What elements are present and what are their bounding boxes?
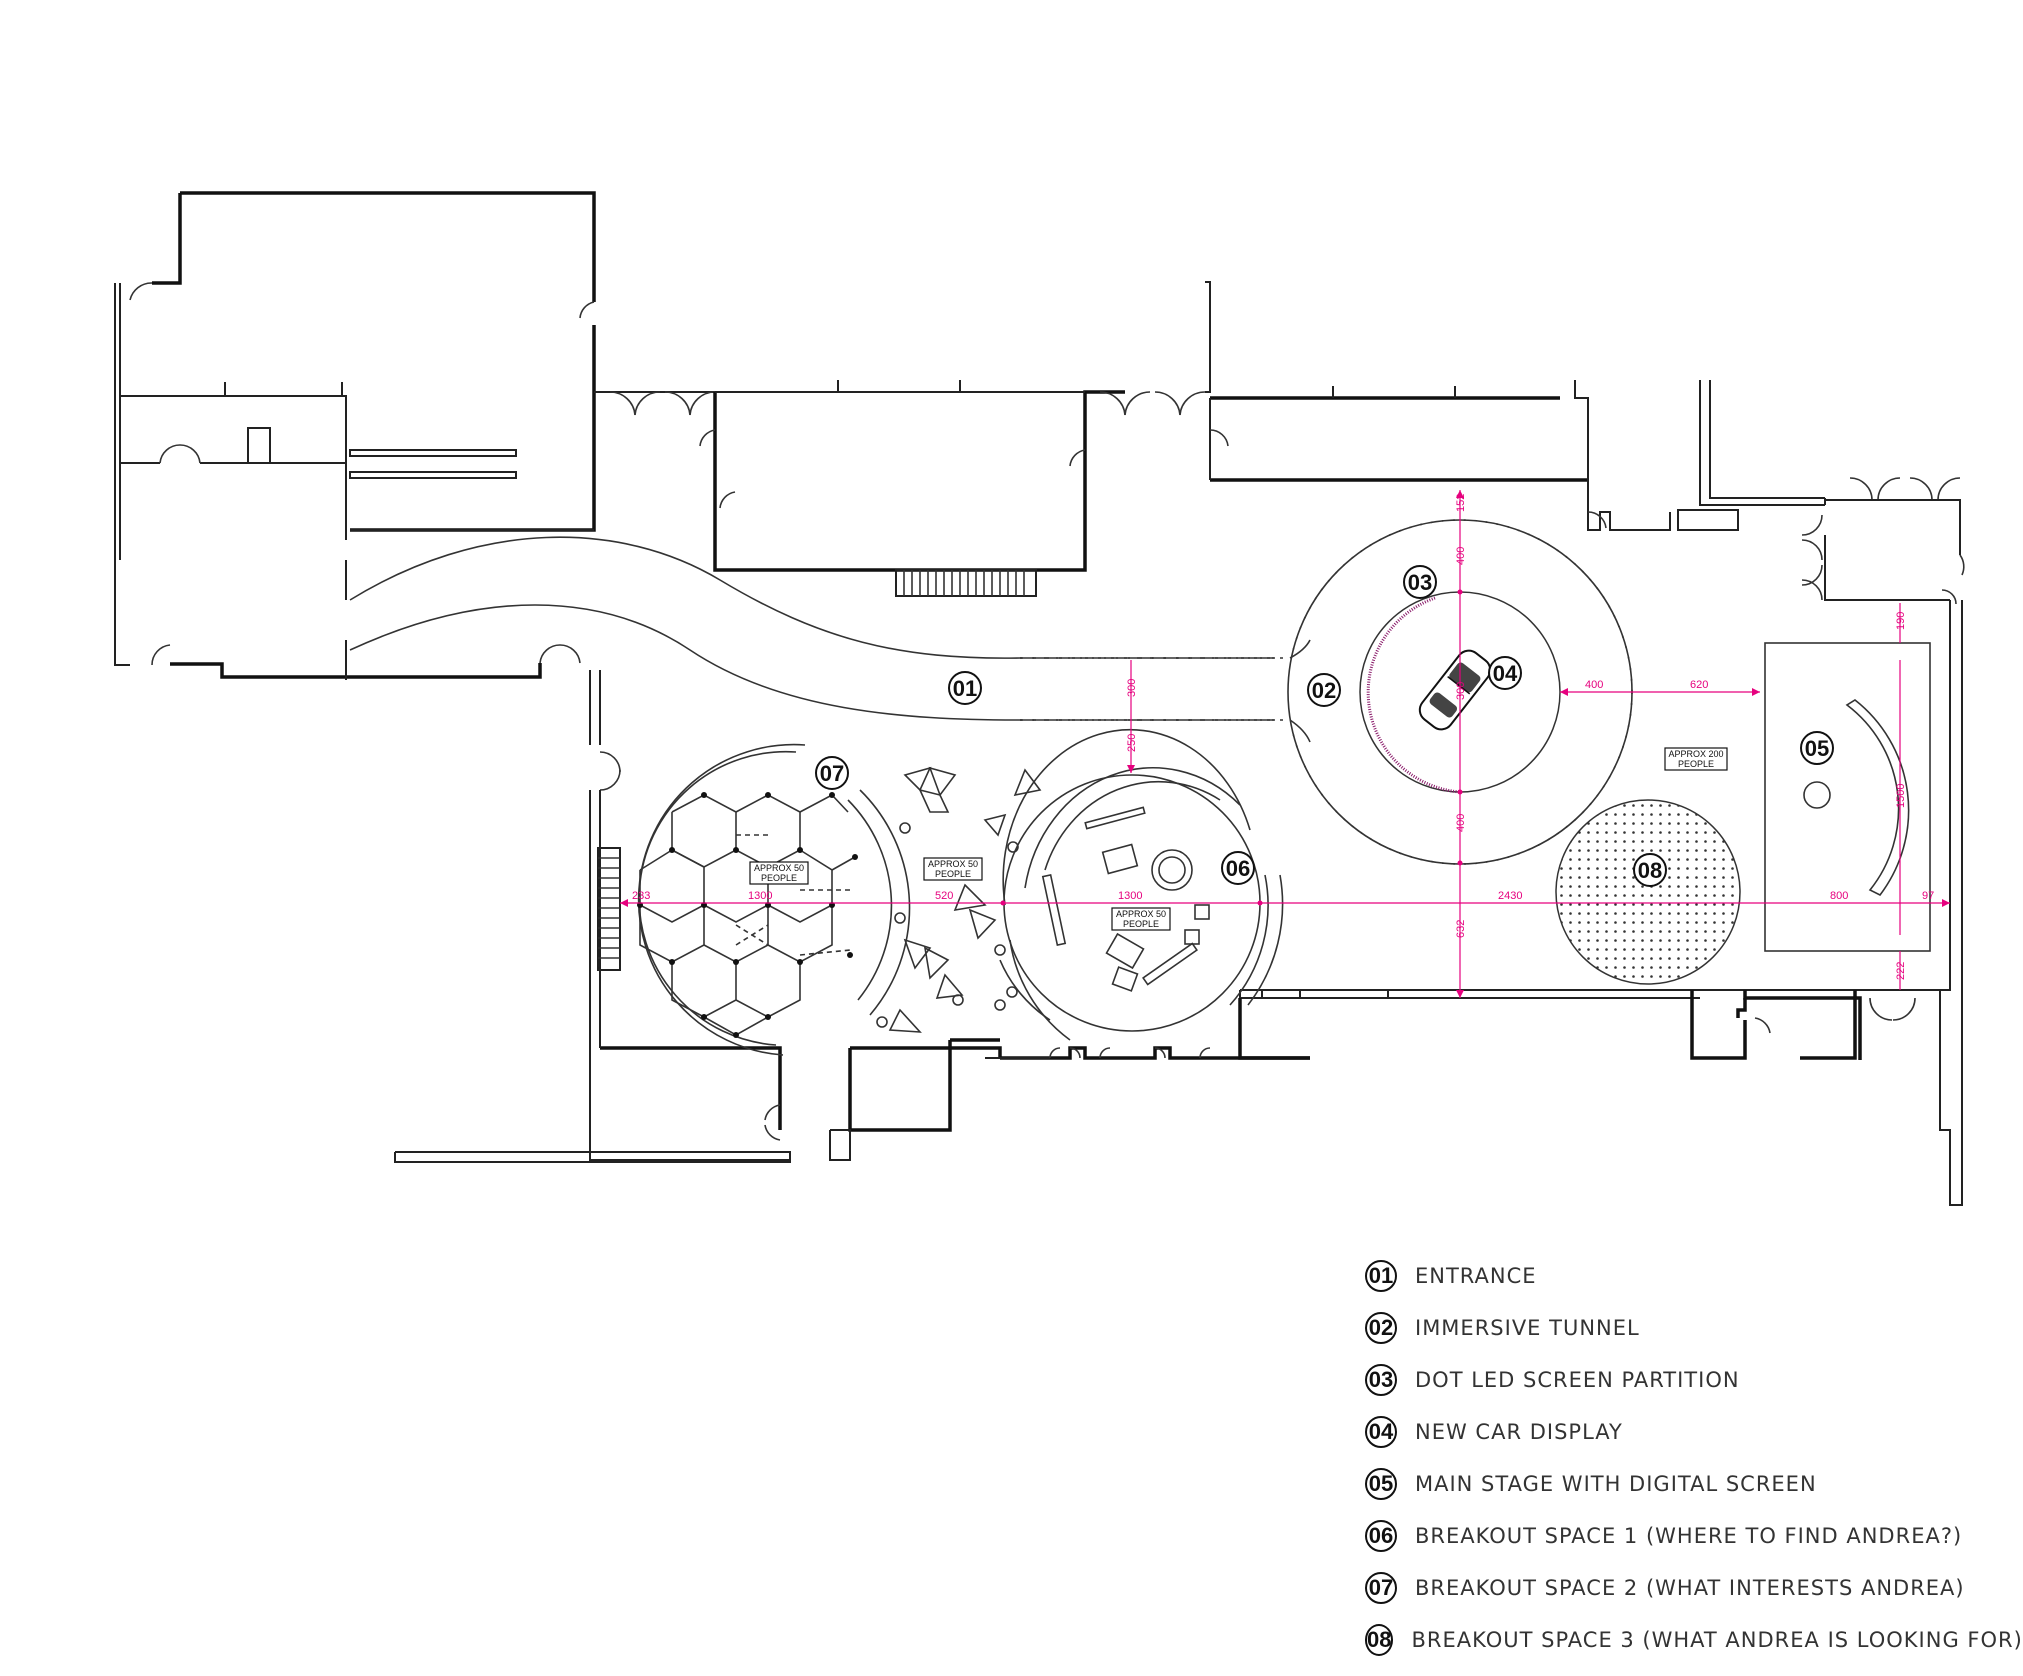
zone-tag-03-text: 03 — [1408, 570, 1432, 595]
zone-tag-04: 04 — [1488, 656, 1522, 690]
legend-number: 07 — [1365, 1572, 1397, 1604]
cap-lounge-line2: PEOPLE — [935, 869, 971, 879]
dim-400-right: 400 — [1585, 679, 1603, 691]
cap-07-line1: APPROX 50 — [754, 863, 804, 873]
main-stage-05 — [1764, 642, 1931, 952]
cap-06-line1: APPROX 50 — [1116, 909, 1166, 919]
zone-tag-04-text: 04 — [1493, 661, 1518, 686]
zone-legend: 01 ENTRANCE 02 IMMERSIVE TUNNEL 03 DOT L… — [1365, 1250, 2022, 1666]
breakout-space-07 — [637, 743, 911, 1056]
legend-label: DOT LED SCREEN PARTITION — [1415, 1368, 1740, 1392]
dim-2430: 2430 — [1498, 890, 1522, 902]
dim-152: 152 — [1455, 494, 1467, 512]
zone-tag-05-text: 05 — [1805, 736, 1829, 761]
dimension-lines: 152 400 300 400 632 300 250 400 620 2430… — [620, 490, 1950, 998]
legend-number: 02 — [1365, 1312, 1397, 1344]
legend-label: NEW CAR DISPLAY — [1415, 1420, 1623, 1444]
cap-main-line1: APPROX 200 — [1668, 749, 1723, 759]
dim-250: 250 — [1126, 734, 1138, 752]
zone-tag-05: 05 — [1800, 731, 1834, 765]
legend-number: 08 — [1365, 1624, 1394, 1656]
legend-number: 05 — [1365, 1468, 1397, 1500]
zone-tag-01: 01 — [948, 671, 982, 705]
dim-190: 190 — [1895, 612, 1907, 630]
dim-800: 800 — [1830, 890, 1848, 902]
dim-97: 97 — [1922, 890, 1934, 902]
zone-tag-02-text: 02 — [1312, 678, 1336, 703]
legend-number: 01 — [1365, 1260, 1397, 1292]
zone-tag-01-text: 01 — [953, 676, 977, 701]
zone-tag-06: 06 — [1221, 851, 1255, 885]
car-icon — [1418, 649, 1492, 731]
legend-label: BREAKOUT SPACE 3 (WHAT ANDREA IS LOOKING… — [1411, 1628, 2023, 1652]
dim-1300-b: 1300 — [1118, 890, 1142, 902]
legend-item-02: 02 IMMERSIVE TUNNEL — [1365, 1302, 1985, 1354]
legend-item-03: 03 DOT LED SCREEN PARTITION — [1365, 1354, 1985, 1406]
dim-300: 300 — [1126, 679, 1138, 697]
zone-tag-06-text: 06 — [1226, 856, 1250, 881]
legend-item-01: 01 ENTRANCE — [1365, 1250, 1985, 1302]
breakout-space-06 — [999, 728, 1284, 1041]
zone-tag-08: 08 — [1633, 853, 1667, 887]
dim-400-top: 400 — [1455, 547, 1467, 565]
cap-main-line2: PEOPLE — [1678, 759, 1714, 769]
breakout-space-08 — [1555, 799, 1741, 985]
capacity-label-06: APPROX 50 PEOPLE — [1111, 907, 1171, 931]
legend-item-08: 08 BREAKOUT SPACE 3 (WHAT ANDREA IS LOOK… — [1365, 1614, 2022, 1666]
zone-tag-03: 03 — [1403, 565, 1437, 599]
legend-label: IMMERSIVE TUNNEL — [1415, 1316, 1640, 1340]
legend-item-04: 04 NEW CAR DISPLAY — [1365, 1406, 1985, 1458]
legend-item-06: 06 BREAKOUT SPACE 1 (WHERE TO FIND ANDRE… — [1365, 1510, 1985, 1562]
lounge-seating — [876, 766, 1042, 1033]
building-walls — [114, 191, 1965, 1206]
cap-lounge-line1: APPROX 50 — [928, 859, 978, 869]
dim-1500: 1500 — [1895, 784, 1907, 808]
legend-item-05: 05 MAIN STAGE WITH DIGITAL SCREEN — [1365, 1458, 1985, 1510]
legend-label: BREAKOUT SPACE 2 (WHAT INTERESTS ANDREA) — [1415, 1576, 1965, 1600]
capacity-label-lounge: APPROX 50 PEOPLE — [923, 857, 983, 881]
dim-233: 233 — [632, 890, 650, 902]
zone-tag-08-text: 08 — [1638, 858, 1662, 883]
legend-number: 04 — [1365, 1416, 1397, 1448]
dim-620: 620 — [1690, 679, 1708, 691]
capacity-label-main-hall: APPROX 200 PEOPLE — [1664, 747, 1728, 771]
cap-06-line2: PEOPLE — [1123, 919, 1159, 929]
zone-tag-07-text: 07 — [820, 761, 844, 786]
legend-number: 06 — [1365, 1520, 1397, 1552]
legend-label: MAIN STAGE WITH DIGITAL SCREEN — [1415, 1472, 1817, 1496]
dim-632: 632 — [1455, 920, 1467, 938]
legend-label: BREAKOUT SPACE 1 (WHERE TO FIND ANDREA?) — [1415, 1524, 1963, 1548]
dim-222: 222 — [1895, 962, 1907, 980]
cap-07-line2: PEOPLE — [761, 873, 797, 883]
dim-1300-a: 1300 — [748, 890, 772, 902]
dim-300-car: 300 — [1455, 682, 1467, 700]
zone-tag-02: 02 — [1307, 673, 1341, 707]
legend-item-07: 07 BREAKOUT SPACE 2 (WHAT INTERESTS ANDR… — [1365, 1562, 1985, 1614]
dim-520: 520 — [935, 890, 953, 902]
capacity-label-07: APPROX 50 PEOPLE — [749, 861, 809, 885]
legend-label: ENTRANCE — [1415, 1264, 1537, 1288]
zone-tag-07: 07 — [815, 756, 849, 790]
dim-400-bottom: 400 — [1455, 814, 1467, 832]
legend-number: 03 — [1365, 1364, 1397, 1396]
